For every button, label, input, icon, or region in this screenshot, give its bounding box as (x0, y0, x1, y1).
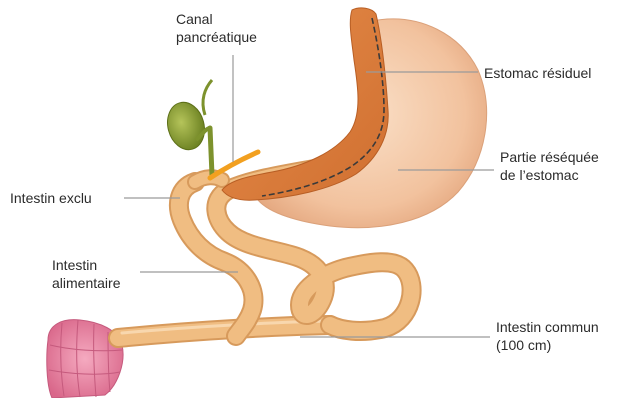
gallbladder (162, 80, 212, 175)
intestin-commun-tube (118, 321, 330, 338)
label-intestin-commun: Intestin commun (100 cm) (496, 318, 599, 354)
label-partie-resequee-line2: de l’estomac (500, 166, 599, 184)
label-estomac-residuel-text: Estomac résiduel (484, 64, 591, 82)
label-intestin-exclu-text: Intestin exclu (10, 189, 92, 207)
label-partie-resequee: Partie réséquée de l’estomac (500, 148, 599, 184)
label-canal-pancreatique-line2: pancréatique (176, 28, 257, 46)
label-estomac-residuel: Estomac résiduel (484, 64, 591, 82)
label-intestin-alimentaire-line1: Intestin (52, 256, 120, 274)
label-intestin-alimentaire-line2: alimentaire (52, 274, 120, 292)
label-intestin-commun-line1: Intestin commun (496, 318, 599, 336)
label-partie-resequee-line1: Partie réséquée (500, 148, 599, 166)
label-canal-pancreatique-line1: Canal (176, 10, 257, 28)
label-intestin-exclu: Intestin exclu (10, 189, 92, 207)
label-intestin-alimentaire: Intestin alimentaire (52, 256, 120, 292)
label-intestin-commun-line2: (100 cm) (496, 336, 599, 354)
label-canal-pancreatique: Canal pancréatique (176, 10, 257, 46)
